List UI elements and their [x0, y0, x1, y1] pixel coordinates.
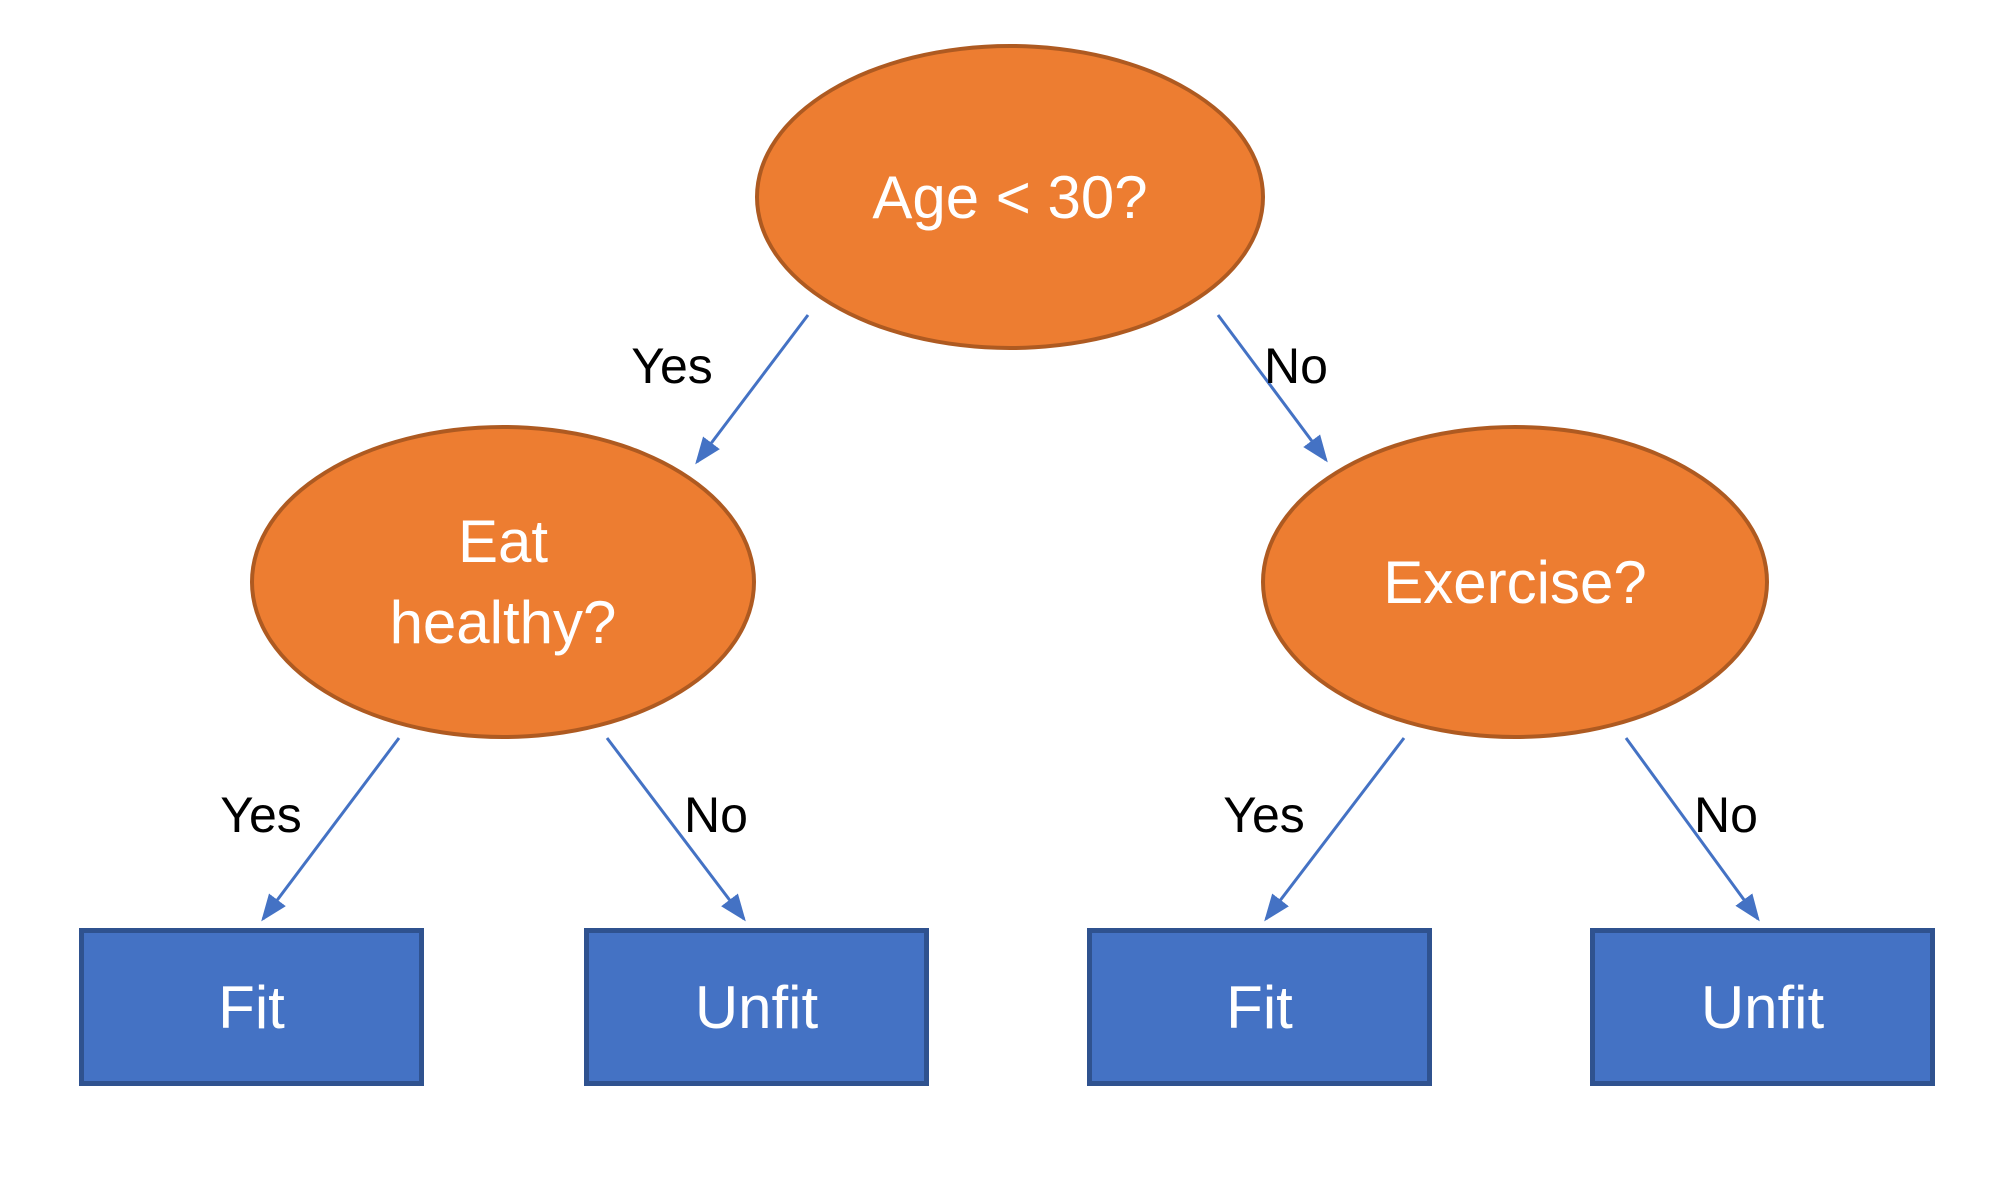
outcome-node-fit-right-label: Fit: [1226, 973, 1293, 1041]
arrow-age-to-exercise: [1216, 314, 1328, 463]
arrow-age-to-eat-healthy: [695, 314, 810, 465]
arrow-eat-to-unfit: [605, 737, 746, 922]
decision-node-eat-healthy-label: Eat healthy?: [389, 508, 617, 656]
outcome-node-fit-right: Fit: [1087, 928, 1432, 1086]
decision-node-eat-healthy: Eat healthy?: [250, 425, 756, 739]
outcome-node-fit-left: Fit: [79, 928, 424, 1086]
edge-label-eat-yes: Yes: [220, 787, 302, 843]
decision-node-age: Age < 30?: [755, 44, 1265, 350]
outcome-node-fit-left-label: Fit: [218, 973, 285, 1041]
edge-label-age-yes: Yes: [631, 338, 713, 394]
arrow-eat-to-fit: [261, 737, 401, 922]
outcome-node-unfit-left-label: Unfit: [694, 973, 819, 1041]
arrow-exercise-to-unfit: [1624, 737, 1760, 922]
edge-label-exercise-no: No: [1694, 787, 1758, 843]
edge-label-exercise-yes: Yes: [1223, 787, 1305, 843]
outcome-node-unfit-left: Unfit: [584, 928, 929, 1086]
arrow-exercise-to-fit: [1264, 737, 1406, 922]
decision-node-age-label: Age < 30?: [872, 163, 1148, 231]
edge-label-eat-no: No: [684, 787, 748, 843]
outcome-node-unfit-right: Unfit: [1590, 928, 1935, 1086]
decision-node-exercise: Exercise?: [1261, 425, 1769, 739]
outcome-node-unfit-right-label: Unfit: [1700, 973, 1825, 1041]
edge-label-age-no: No: [1264, 338, 1328, 394]
decision-node-exercise-label: Exercise?: [1383, 548, 1647, 616]
